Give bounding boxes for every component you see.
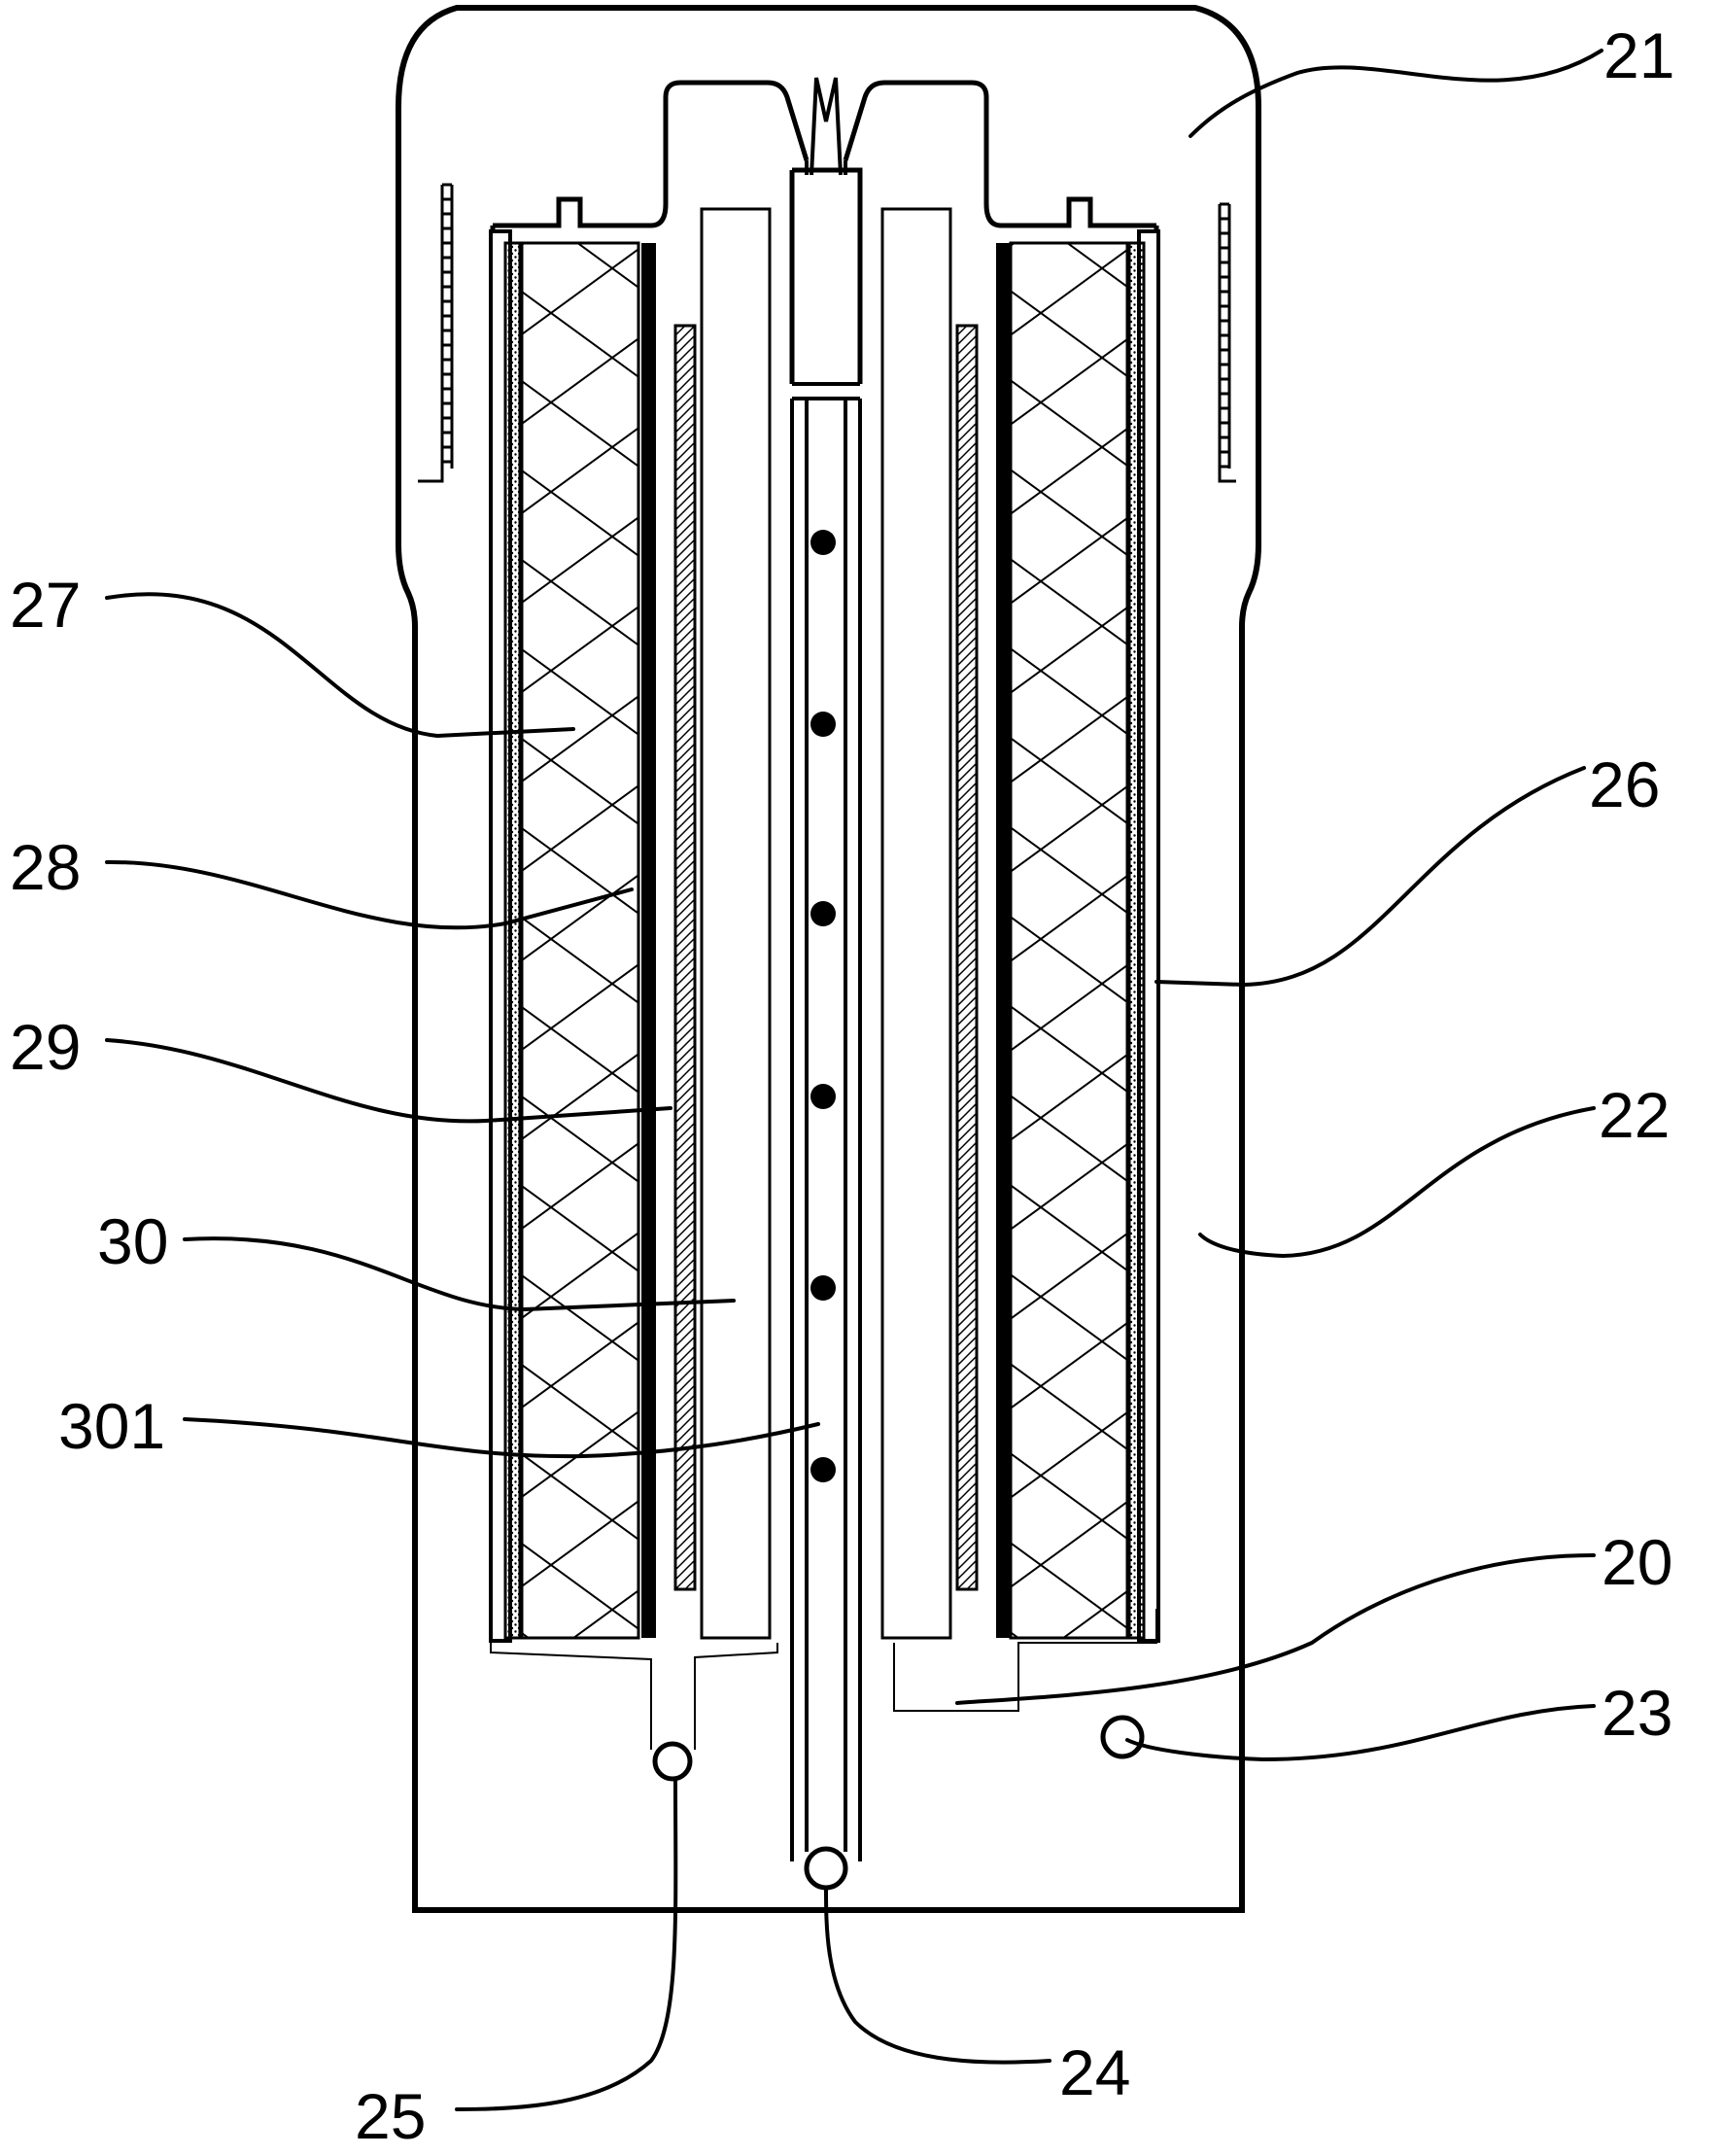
label-20: 20 (1602, 1526, 1672, 1598)
leader-28 (105, 859, 634, 930)
perforation-hole (810, 712, 836, 737)
thread-right (1218, 202, 1236, 483)
nozzle-tip (805, 77, 847, 176)
label-22: 22 (1599, 1079, 1670, 1151)
left-outer-sleeve-dotted (503, 241, 522, 1640)
perforation-hole (810, 1457, 836, 1482)
right-filter-stack (880, 207, 1160, 1643)
right-inner-membrane (996, 243, 1011, 1638)
housing (396, 5, 1261, 1913)
leader-20 (955, 1553, 1596, 1705)
left-filter-stack (489, 207, 772, 1643)
port-23 (1100, 1715, 1145, 1759)
label-30: 30 (97, 1205, 168, 1277)
reference-numerals: 21 27 26 28 29 22 30 301 20 23 25 24 (10, 19, 1674, 2152)
label-29: 29 (10, 1011, 81, 1083)
perforation-hole (810, 1275, 836, 1301)
central-tube-walls (790, 399, 862, 1861)
housing-outline (396, 5, 1261, 1913)
leader-21 (1189, 49, 1603, 138)
central-tube-partition (792, 382, 860, 400)
perforation-hole (810, 1084, 836, 1109)
leader-25 (455, 1779, 678, 2111)
label-23: 23 (1602, 1677, 1672, 1749)
leader-24 (824, 1886, 1051, 2065)
right-inner-core (880, 207, 952, 1640)
thread-left (418, 183, 454, 483)
bottom-channels (490, 1609, 1157, 1782)
label-301: 301 (58, 1390, 165, 1462)
leader-30 (183, 1236, 736, 1312)
label-27: 27 (10, 569, 81, 641)
right-bottom-channel (893, 1609, 1157, 1712)
left-inner-core (700, 207, 772, 1640)
leader-lines (105, 49, 1603, 2111)
leader-29 (105, 1038, 672, 1124)
perforation-hole (810, 530, 836, 555)
central-tube (790, 382, 862, 1891)
label-24: 24 (1059, 2036, 1130, 2108)
label-28: 28 (10, 831, 81, 903)
outlet-port-24 (804, 1846, 848, 1891)
leader-26 (1154, 766, 1586, 988)
label-26: 26 (1589, 748, 1660, 820)
label-21: 21 (1603, 19, 1674, 91)
central-tube-top (789, 167, 863, 384)
left-hatched-sleeve (673, 324, 697, 1591)
right-carbon-block (1009, 241, 1129, 1640)
left-carbon-block (520, 241, 640, 1640)
leader-22 (1198, 1106, 1596, 1259)
left-bottom-channel (490, 1609, 778, 1750)
leader-23 (1125, 1704, 1596, 1762)
leader-27 (105, 592, 575, 739)
right-outer-sleeve-dotted (1127, 241, 1146, 1640)
port-25 (652, 1741, 693, 1782)
perforation-hole (810, 901, 836, 926)
label-25: 25 (355, 2080, 426, 2152)
left-inner-membrane (641, 243, 656, 1638)
leader-301 (183, 1417, 820, 1459)
right-hatched-sleeve (955, 324, 979, 1591)
thread-zones (418, 183, 1236, 483)
